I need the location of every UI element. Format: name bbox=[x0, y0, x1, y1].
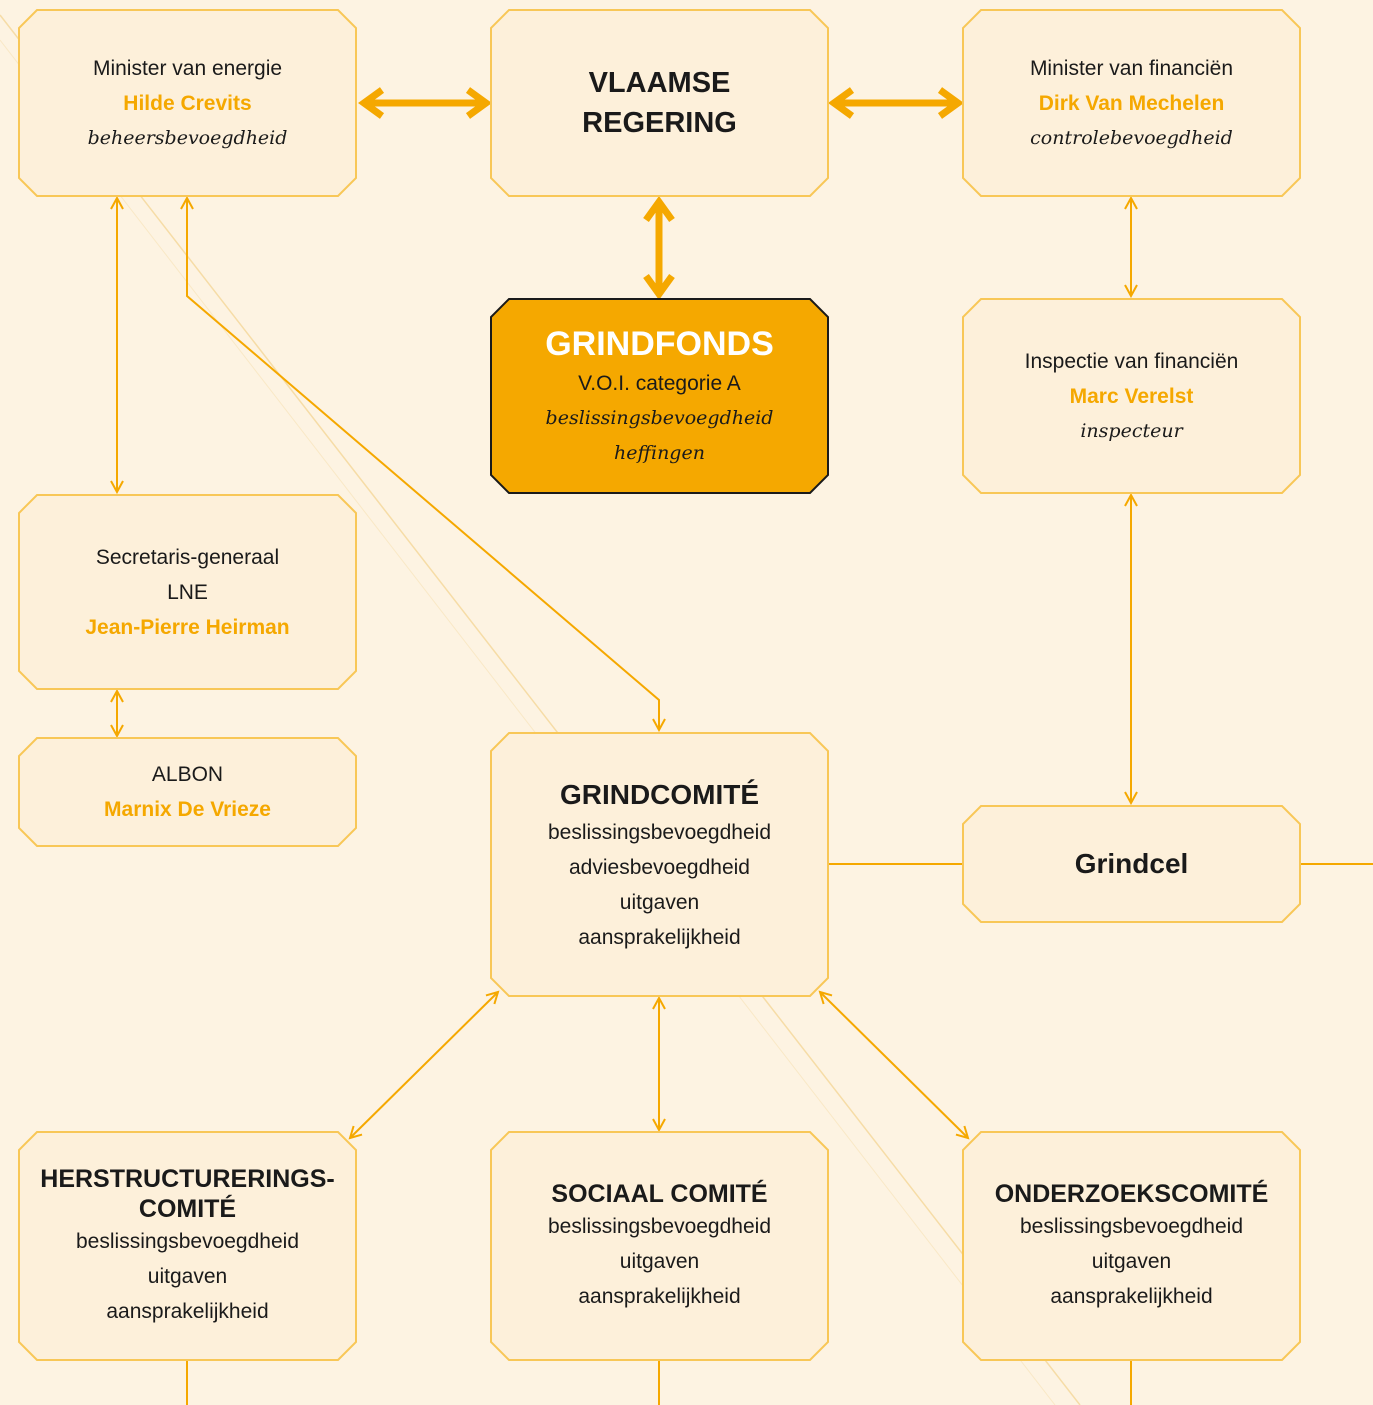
grindcomite-item: aansprakelijkheid bbox=[578, 925, 741, 949]
minister-energie-role: beheersbevoegdheid bbox=[87, 126, 288, 149]
grindcomite-title: GRINDCOMITÉ bbox=[559, 778, 760, 810]
minister-financien-box: Minister van financiën Dirk Van Mechelen… bbox=[963, 10, 1300, 196]
box-outline-inspectie bbox=[962, 298, 1301, 494]
albon-box: ALBON Marnix De Vrieze bbox=[19, 738, 356, 846]
onderzoek-item: aansprakelijkheid bbox=[1050, 1284, 1213, 1308]
vlaamse-regering-box: VLAAMSE REGERING bbox=[491, 10, 828, 196]
sociaal-box: SOCIAAL COMITÉ beslissingsbevoegdheid ui… bbox=[491, 1132, 828, 1360]
grindcomite-box: GRINDCOMITÉ beslissingsbevoegdheid advie… bbox=[491, 733, 828, 996]
grindcomite-item: uitgaven bbox=[619, 890, 700, 914]
box-outline-grindfonds bbox=[490, 298, 829, 494]
herstructurering-title-line1: HERSTRUCTURERINGS- bbox=[40, 1164, 335, 1193]
onderzoek-box: ONDERZOEKSCOMITÉ beslissingsbevoegdheid … bbox=[963, 1132, 1300, 1360]
vlaamse-regering-line1: VLAAMSE bbox=[588, 67, 731, 99]
grindcel-box: Grindcel bbox=[963, 806, 1300, 922]
inspectie-box: Inspectie van financiën Marc Verelst ins… bbox=[963, 299, 1300, 493]
secretaris-name: Jean-Pierre Heirman bbox=[85, 615, 290, 639]
minister-financien-name: Dirk Van Mechelen bbox=[1038, 91, 1225, 115]
herstructurering-item: beslissingsbevoegdheid bbox=[76, 1229, 299, 1253]
minister-energie-title: Minister van energie bbox=[92, 56, 283, 80]
arrow-grindcomite-onderzoek bbox=[820, 992, 968, 1138]
box-outline-grindcomite bbox=[490, 732, 829, 997]
grindfonds-line2: beslissingsbevoegdheid bbox=[545, 406, 774, 429]
onderzoek-item: beslissingsbevoegdheid bbox=[1020, 1214, 1243, 1238]
inspectie-role: inspecteur bbox=[1080, 419, 1183, 442]
box-outline-minister-energie bbox=[18, 9, 357, 197]
grindfonds-title: GRINDFONDS bbox=[545, 324, 774, 363]
box-outline-albon bbox=[18, 737, 357, 847]
minister-financien-title: Minister van financiën bbox=[1029, 56, 1234, 80]
box-outline-herstructurering bbox=[18, 1131, 357, 1361]
box-outline-onderzoek bbox=[962, 1131, 1301, 1361]
arrow-grindcomite-herstructurering bbox=[350, 992, 498, 1138]
box-outline-grindcel bbox=[962, 805, 1301, 923]
albon-title: ALBON bbox=[151, 763, 224, 786]
minister-energie-name: Hilde Crevits bbox=[123, 91, 252, 115]
herstructurering-title-line2: COMITÉ bbox=[138, 1194, 237, 1223]
box-outline-sociaal bbox=[490, 1131, 829, 1361]
secretaris-box: Secretaris-generaal LNE Jean-Pierre Heir… bbox=[19, 495, 356, 689]
inspectie-name: Marc Verelst bbox=[1069, 384, 1194, 408]
grindcel-title: Grindcel bbox=[1074, 848, 1189, 879]
box-outline-minister-financien bbox=[962, 9, 1301, 197]
sociaal-title: SOCIAAL COMITÉ bbox=[551, 1179, 768, 1208]
sociaal-item: uitgaven bbox=[619, 1249, 700, 1273]
minister-financien-role: controlebevoegdheid bbox=[1030, 126, 1233, 149]
box-outline-secretaris bbox=[18, 494, 357, 690]
secretaris-line1: Secretaris-generaal bbox=[95, 545, 280, 569]
herstructurering-item: uitgaven bbox=[147, 1264, 228, 1288]
grindcomite-item: adviesbevoegdheid bbox=[569, 855, 750, 879]
grindfonds-line3: heffingen bbox=[614, 441, 705, 464]
sociaal-item: aansprakelijkheid bbox=[578, 1284, 741, 1308]
herstructurering-box: HERSTRUCTURERINGS- COMITÉ beslissingsbev… bbox=[19, 1132, 356, 1360]
minister-energie-box: Minister van energie Hilde Crevits behee… bbox=[19, 10, 356, 196]
sociaal-item: beslissingsbevoegdheid bbox=[548, 1214, 771, 1238]
albon-name: Marnix De Vrieze bbox=[104, 798, 271, 821]
herstructurering-item: aansprakelijkheid bbox=[106, 1299, 269, 1323]
onderzoek-title: ONDERZOEKSCOMITÉ bbox=[994, 1179, 1269, 1208]
onderzoek-item: uitgaven bbox=[1091, 1249, 1172, 1273]
grindfonds-line1: V.O.I. categorie A bbox=[578, 371, 741, 395]
vlaamse-regering-line2: REGERING bbox=[582, 107, 737, 139]
box-outline-vlaamse-regering bbox=[490, 9, 829, 197]
grindfonds-box: GRINDFONDS V.O.I. categorie A beslissing… bbox=[491, 299, 828, 493]
grindcomite-item: beslissingsbevoegdheid bbox=[548, 820, 771, 844]
secretaris-line2: LNE bbox=[167, 580, 208, 604]
inspectie-title: Inspectie van financiën bbox=[1024, 349, 1239, 373]
arrow-energie-grindcomite bbox=[187, 198, 659, 730]
